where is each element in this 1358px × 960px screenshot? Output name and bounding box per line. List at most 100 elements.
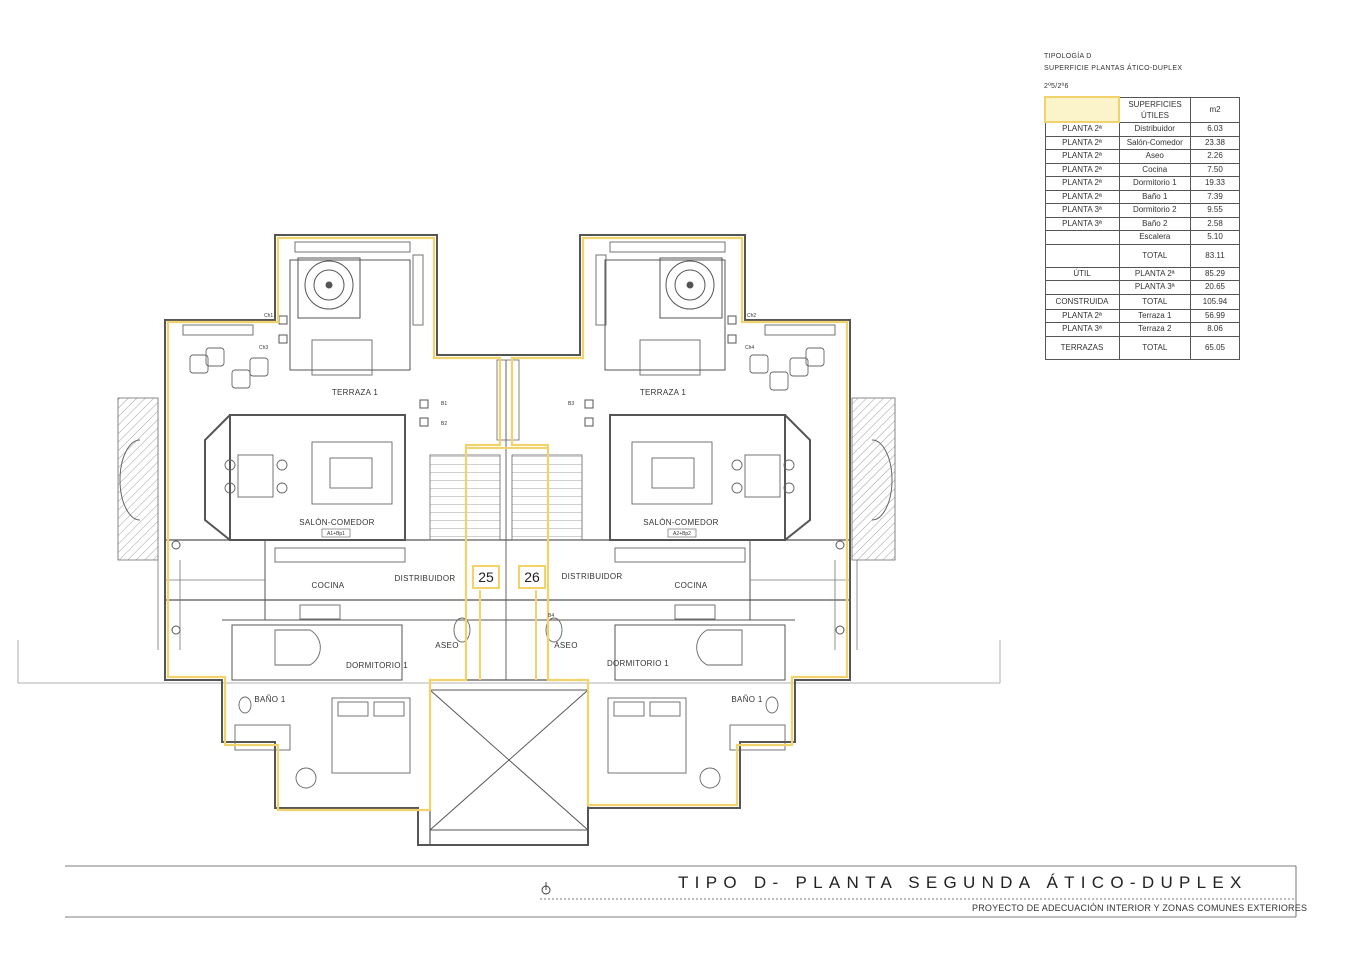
table-header-row: SUPERFICIES ÚTILES m2	[1044, 96, 1240, 123]
table-cell: 7.39	[1190, 189, 1240, 204]
terrace-furniture	[189, 339, 825, 391]
label-terraza-left: TERRAZA 1	[332, 388, 379, 397]
label-cocina-left: COCINA	[312, 581, 345, 590]
page-subtitle: PROYECTO DE ADECUACIÓN INTERIOR Y ZONAS …	[972, 903, 1308, 913]
table-cell: 2.58	[1190, 216, 1240, 231]
table-cell: 6.03	[1190, 121, 1240, 137]
table-cell: PLANTA 2ª	[1044, 121, 1120, 137]
header-tipologia: TIPOLOGÍA D	[1044, 53, 1092, 60]
living-furniture	[224, 441, 795, 505]
ground-line	[17, 640, 1001, 684]
label-dormitorio-right: DORMITORIO 1	[607, 659, 669, 668]
stair-highlight	[466, 447, 548, 680]
table-cell: 23.38	[1190, 135, 1240, 150]
table-cell: 83.11	[1190, 243, 1240, 268]
tag-b4: B4	[548, 613, 554, 619]
table-cell: Salón-Comedor	[1118, 135, 1191, 150]
label-bano-left: BAÑO 1	[254, 695, 285, 704]
table-cell: ÚTIL	[1044, 266, 1120, 281]
table-cell: PLANTA 3ª	[1118, 280, 1191, 295]
label-salon-right: SALÓN-COMEDOR	[643, 518, 718, 527]
table-cell: TOTAL	[1118, 293, 1191, 310]
label-distribuidor-right: DISTRIBUIDOR	[562, 572, 623, 581]
planters	[182, 241, 836, 336]
bathroom-fixtures	[234, 617, 786, 751]
table-cell: 65.05	[1190, 335, 1240, 360]
table-cell: 56.99	[1190, 308, 1240, 323]
table-cell: 2.26	[1190, 149, 1240, 164]
right-side-stairs	[851, 397, 896, 561]
table-cell: Aseo	[1118, 149, 1191, 164]
table-cell: Dormitorio 1	[1118, 176, 1191, 191]
central-staircase	[429, 359, 583, 680]
table-cell: 105.94	[1190, 293, 1240, 310]
label-aseo-left: ASEO	[435, 641, 458, 650]
tag-b1: B1	[441, 401, 447, 407]
hot-tub-right	[659, 257, 723, 319]
table-header-cell	[1044, 96, 1120, 123]
beds	[295, 697, 721, 789]
tag-b2: B2	[441, 421, 447, 427]
table-cell: 5.10	[1190, 230, 1240, 245]
unit-number-right: 26	[524, 569, 540, 585]
void-cross	[429, 689, 589, 831]
tag-right: A2+Bp2	[673, 531, 691, 537]
tag-b3: B3	[568, 401, 574, 407]
table-cell: Escalera	[1118, 230, 1191, 245]
table-cell: TERRAZAS	[1044, 335, 1120, 360]
table-cell	[1044, 230, 1120, 245]
table-cell: PLANTA 3ª	[1044, 322, 1120, 337]
left-side-stairs	[117, 397, 159, 561]
hot-tub-left	[297, 257, 361, 319]
table-cell: Terraza 1	[1118, 308, 1191, 323]
table-cell: 19.33	[1190, 176, 1240, 191]
footer-frame	[65, 865, 1297, 918]
room-labels: TERRAZA 1 TERRAZA 1 SALÓN-COMEDOR SALÓN-…	[254, 388, 762, 704]
label-dormitorio-left: DORMITORIO 1	[346, 661, 408, 670]
columns	[171, 315, 845, 635]
tag-ch3: Ch3	[259, 345, 268, 351]
table-cell: PLANTA 2ª	[1044, 135, 1120, 150]
tag-ch4: Ch4	[745, 345, 754, 351]
label-aseo-right: ASEO	[554, 641, 577, 650]
label-distribuidor-left: DISTRIBUIDOR	[395, 574, 456, 583]
table-cell: Baño 1	[1118, 189, 1191, 204]
building-walls	[164, 234, 851, 846]
table-cell: CONSTRUIDA	[1044, 293, 1120, 310]
table-cell	[1044, 243, 1120, 268]
unit-number-left: 25	[478, 569, 494, 585]
table-cell: PLANTA 2ª	[1044, 189, 1120, 204]
table-cell: Baño 2	[1118, 216, 1191, 231]
label-bano-right: BAÑO 1	[731, 695, 762, 704]
table-cell	[1044, 280, 1120, 295]
north-arrow-icon	[541, 882, 551, 895]
table-cell: Dormitorio 2	[1118, 203, 1191, 218]
tag-ch1: Ch1	[264, 313, 273, 319]
table-cell: PLANTA 3ª	[1044, 203, 1120, 218]
unit-badge-left: 25	[472, 565, 500, 589]
table-cell: PLANTA 2ª	[1118, 266, 1191, 281]
table-header-cell: m2	[1190, 96, 1240, 123]
table-cell: Distribuidor	[1118, 121, 1191, 137]
table-cell: PLANTA 2ª	[1044, 162, 1120, 177]
header-superficie: SUPERFICIE PLANTAS ÁTICO-DUPLEX	[1044, 65, 1183, 72]
plan-tags: A1+Bp1 A2+Bp2 Ch1 Ch2 Ch3 Ch4 B1 B2 B3 B…	[259, 313, 756, 619]
table-cell: Terraza 2	[1118, 322, 1191, 337]
unit-highlight-right	[510, 236, 849, 807]
table-cell: 8.06	[1190, 322, 1240, 337]
table-cell: TOTAL	[1118, 335, 1191, 360]
